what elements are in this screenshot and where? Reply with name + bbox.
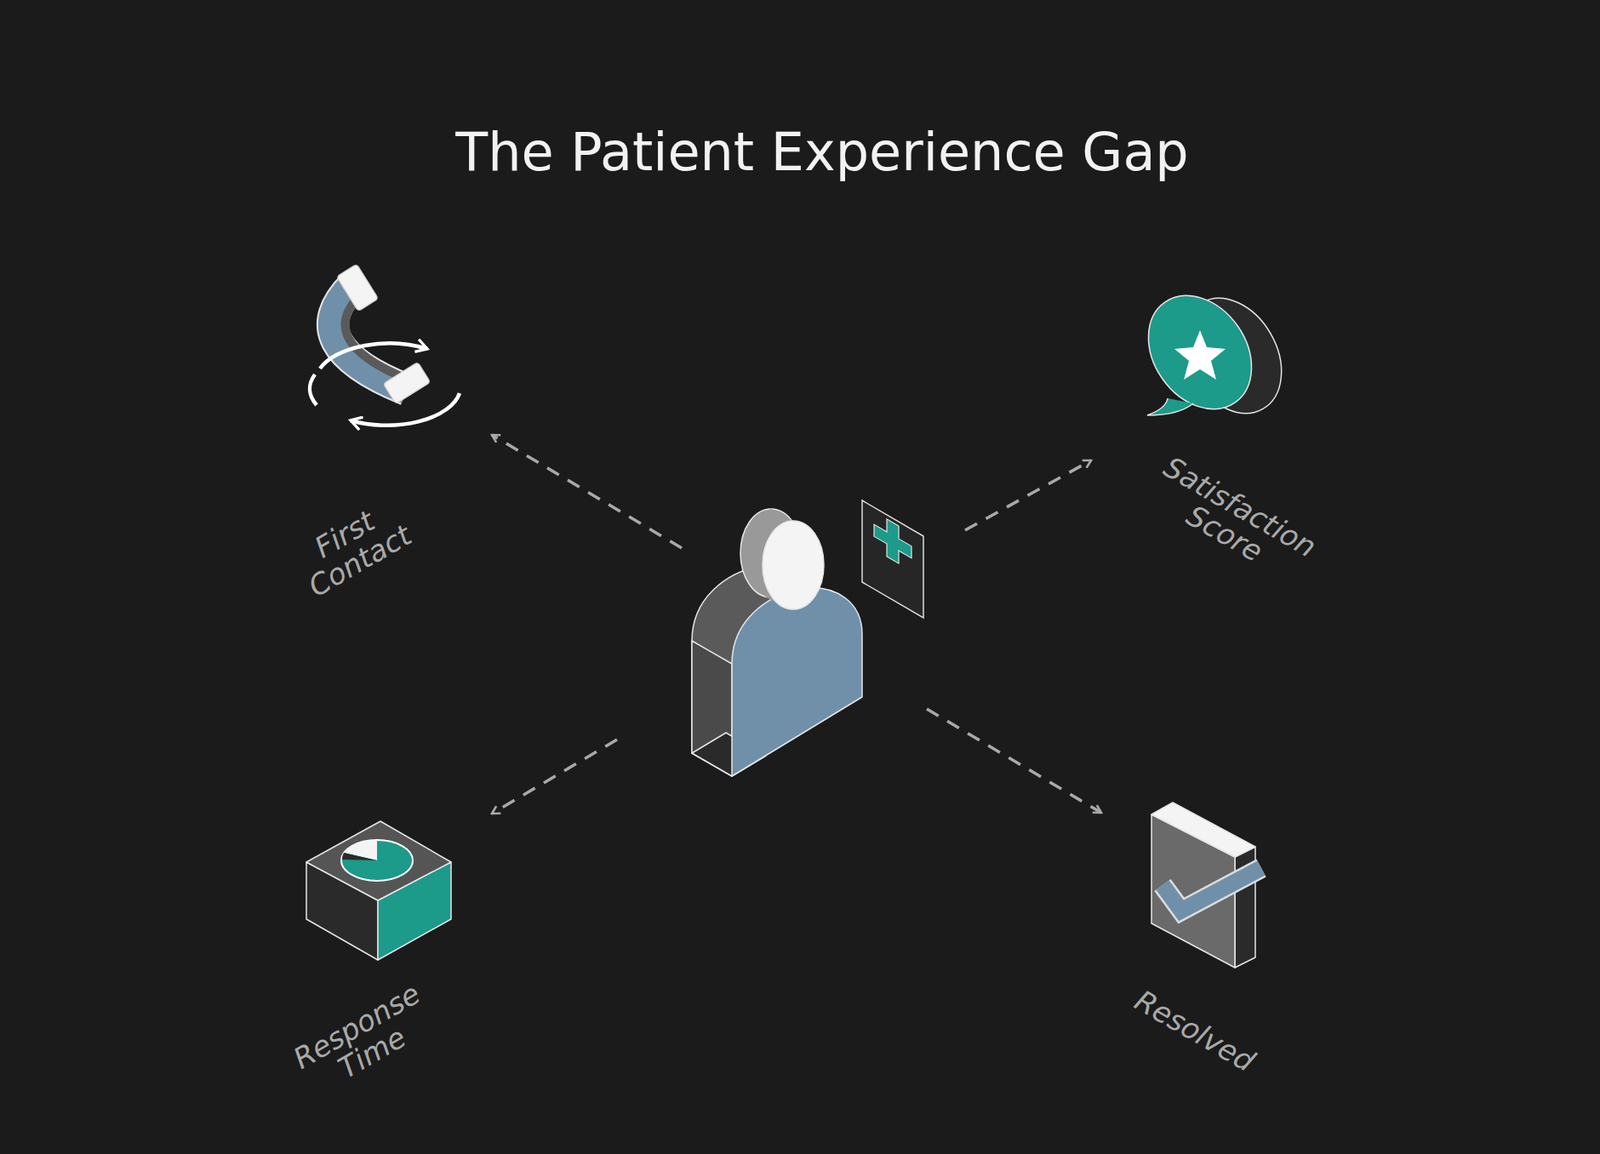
diagram-title: The Patient Experience Gap [455, 120, 1189, 183]
rating-bubble-icon [1126, 275, 1302, 431]
metric-label: Satisfaction Score [1143, 451, 1322, 590]
arrow-satisfaction [965, 460, 1092, 531]
metric-label: Response Time [288, 978, 440, 1102]
arrow-first-contact [491, 434, 682, 549]
arrow-resolved [926, 708, 1102, 813]
metric-label-text: Response Time [288, 978, 440, 1102]
resolved-check-icon [1151, 802, 1262, 968]
timer-box-icon [306, 821, 452, 960]
dashed-arrows [491, 434, 1102, 814]
metric-label: Resolved [1130, 985, 1260, 1078]
metric-label-text: Satisfaction Score [1143, 451, 1322, 590]
phone-icon [309, 263, 460, 426]
medical-badge [862, 500, 924, 618]
metric-label: First Contact [288, 493, 417, 603]
arrow-response [491, 739, 618, 814]
metric-label-text: First Contact [288, 493, 417, 603]
metric-label-text: Resolved [1130, 985, 1260, 1078]
patient-figure [691, 508, 863, 777]
